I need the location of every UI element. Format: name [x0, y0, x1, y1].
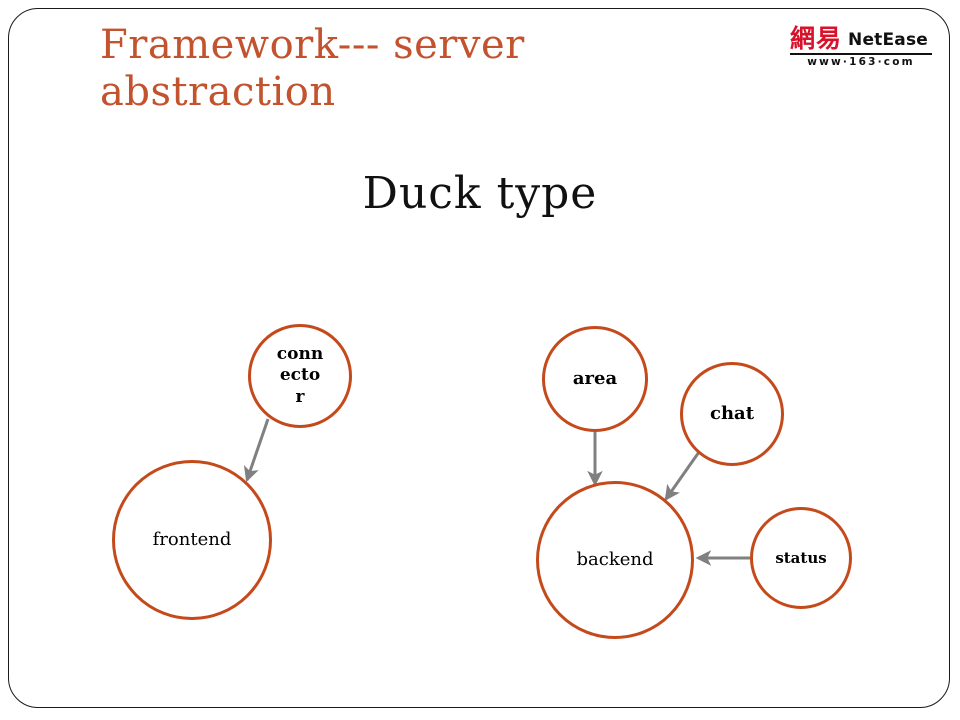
node-area[interactable]: area — [542, 326, 648, 432]
node-label-connector: conn ecto r — [276, 344, 324, 407]
arrow-chat-to-backend — [664, 451, 701, 501]
node-connector[interactable]: conn ecto r — [248, 324, 352, 428]
node-label-status: status — [775, 548, 827, 567]
arrow-connector-to-frontend — [243, 418, 270, 483]
node-backend[interactable]: backend — [536, 481, 694, 639]
logo-divider — [790, 53, 932, 55]
node-chat[interactable]: chat — [680, 362, 784, 466]
slide-subtitle: Duck type — [362, 168, 598, 219]
logo-chinese-text: 網易 — [790, 24, 843, 53]
node-label-backend: backend — [576, 548, 654, 570]
logo-english-text: NetEase — [848, 30, 929, 50]
logo-wordmark-row: 網易 NetEase — [790, 26, 932, 51]
node-frontend[interactable]: frontend — [112, 460, 272, 620]
page-title: Framework--- server abstraction — [100, 22, 538, 115]
netease-logo: 網易 NetEase www·163·com — [790, 26, 932, 68]
logo-url-text: www·163·com — [807, 56, 915, 68]
node-label-frontend: frontend — [152, 528, 232, 550]
node-label-area: area — [572, 367, 618, 389]
node-label-chat: chat — [709, 402, 755, 424]
node-status[interactable]: status — [750, 507, 852, 609]
